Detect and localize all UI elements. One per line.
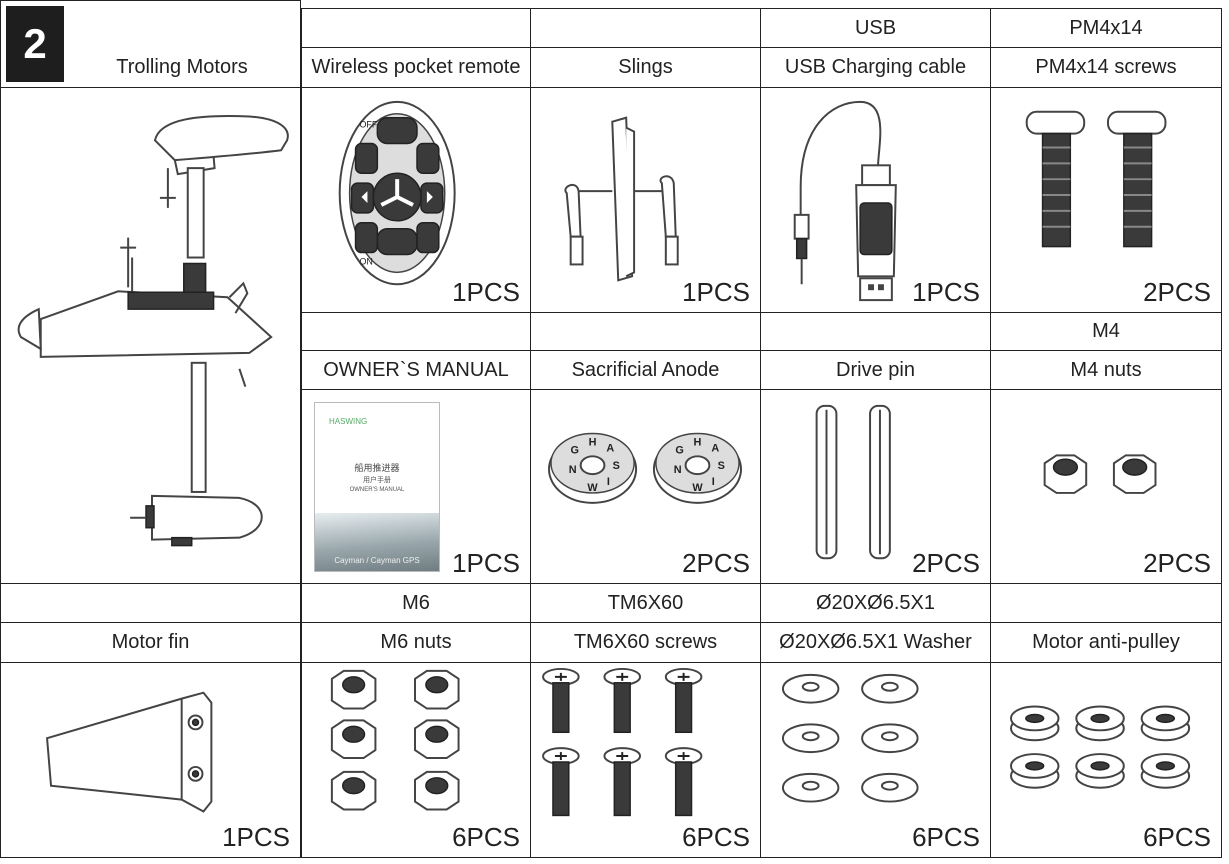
sacrificial-anode-illustration: H A S I W N G H A S I W N G [548,432,743,504]
motor-fin-illustration [46,691,213,813]
anode2-letter-g: G [675,444,683,456]
tm6x60-screws-cell: 6PCS [530,662,761,858]
code-cell-m6: M6 [301,583,531,623]
qty-motor-fin: 1PCS [222,822,290,852]
anode2-letter-s: S [718,460,725,472]
washer-cell: 6PCS [760,662,991,858]
anode2-letter-n: N [674,464,682,476]
anode2-letter-i: I [712,476,715,488]
anode-letter-w: W [587,482,598,494]
anode-letter-s: S [613,460,620,472]
manual-footer: Cayman / Cayman GPS [334,556,420,565]
code-cell-m4: M4 [990,312,1222,351]
pm4-screws-illustration [1025,110,1167,248]
remote-cell: OFF ON 1PCS [301,87,531,313]
anode-letter-h: H [589,436,597,448]
remote-on-label: ON [360,256,373,266]
sacrificial-anode-cell: H A S I W N G H A S I W N G 2PCS [530,389,761,584]
owners-manual-cell: HASWING 船用推进器 用户手册 OWNER'S MANUAL Cayman… [301,389,531,584]
code-cell-pm4: PM4x14 [990,8,1222,48]
trolling-motor-illustration [17,115,289,547]
m4-nuts-cell: 2PCS [990,389,1222,584]
item-name-tm6x60-screws: TM6X60 screws [530,622,761,663]
code-cell-washer: Ø20XØ6.5X1 [760,583,991,623]
m6-nuts-illustration [330,669,460,811]
anode-letter-g: G [570,444,578,456]
manual-cover-band [315,513,439,571]
qty-pm4-screws: 2PCS [1143,277,1211,307]
item-name-drive-pin: Drive pin [760,350,991,390]
code-cell-manual [301,312,531,351]
code-cell-motor-fin [0,583,301,623]
m6-nuts-cell: 6PCS [301,662,531,858]
motor-fin-cell: 1PCS [0,662,301,858]
step-number: 2 [6,6,64,82]
drive-pin-illustration [815,404,891,560]
qty-sacrificial-anode: 2PCS [682,548,750,578]
anode-letter-i: I [607,476,610,488]
anode-letter-n: N [569,464,577,476]
item-name-washer: Ø20XØ6.5X1 Washer [760,622,991,663]
item-name-trolling-motors: Trolling Motors [116,55,248,78]
washer-illustration [781,673,919,803]
code-cell-anti-pulley [990,583,1222,623]
qty-m4-nuts: 2PCS [1143,548,1211,578]
m6-nut [330,669,460,811]
code-cell-drive-pin [760,312,991,351]
qty-slings: 1PCS [682,277,750,307]
qty-drive-pin: 2PCS [912,548,980,578]
anti-pulley-illustration [1009,705,1191,789]
qty-remote: 1PCS [452,277,520,307]
item-name-pm4-screws: PM4x14 screws [990,47,1222,88]
anode2-letter-w: W [692,482,703,494]
trolling-motor-cell [0,87,301,584]
code-cell-tm6x60: TM6X60 [530,583,761,623]
code-cell-usb: USB [760,8,991,48]
tm6x60-screws-illustration [542,667,703,817]
qty-washer: 6PCS [912,822,980,852]
pm4-screws-cell: 2PCS [990,87,1222,313]
qty-m6-nuts: 6PCS [452,822,520,852]
manual-brand: HASWING [329,417,368,426]
item-name-usb-cable: USB Charging cable [760,47,991,88]
slings-cell: 1PCS [530,87,761,313]
m4-nuts-illustration [1043,454,1157,494]
item-name-owners-manual: OWNER`S MANUAL [301,350,531,390]
anode-letter-a: A [606,442,614,454]
manual-subtitle-cn: 用户手册 [363,477,391,484]
manual-cover-image: HASWING 船用推进器 用户手册 OWNER'S MANUAL Cayman… [314,402,440,572]
qty-anti-pulley: 6PCS [1143,822,1211,852]
slings-illustration [564,116,679,282]
code-cell-anode [530,312,761,351]
code-cell-slings [530,8,761,48]
item-name-m4-nuts: M4 nuts [990,350,1222,390]
qty-tm6x60-screws: 6PCS [682,822,750,852]
code-cell-remote [301,8,531,48]
item-name-motor-fin: Motor fin [0,622,301,663]
item-name-slings: Slings [530,47,761,88]
manual-title-en: OWNER'S MANUAL [349,487,405,493]
manual-title-cn: 船用推进器 [354,463,400,473]
qty-usb-cable: 1PCS [912,277,980,307]
item-name-m6-nuts: M6 nuts [301,622,531,663]
usb-cable-cell: 1PCS [760,87,991,313]
anode2-letter-h: H [694,436,702,448]
item-name-sacrificial-anode: Sacrificial Anode [530,350,761,390]
usb-cable-illustration [793,100,897,302]
remote-off-label: OFF [360,120,378,130]
remote-illustration: OFF ON [338,100,456,286]
anti-pulley-cell: 6PCS [990,662,1222,858]
drive-pin-cell: 2PCS [760,389,991,584]
item-name-anti-pulley: Motor anti-pulley [990,622,1222,663]
item-name-remote: Wireless pocket remote [301,47,531,88]
anode2-letter-a: A [711,442,719,454]
qty-owners-manual: 1PCS [452,548,520,578]
